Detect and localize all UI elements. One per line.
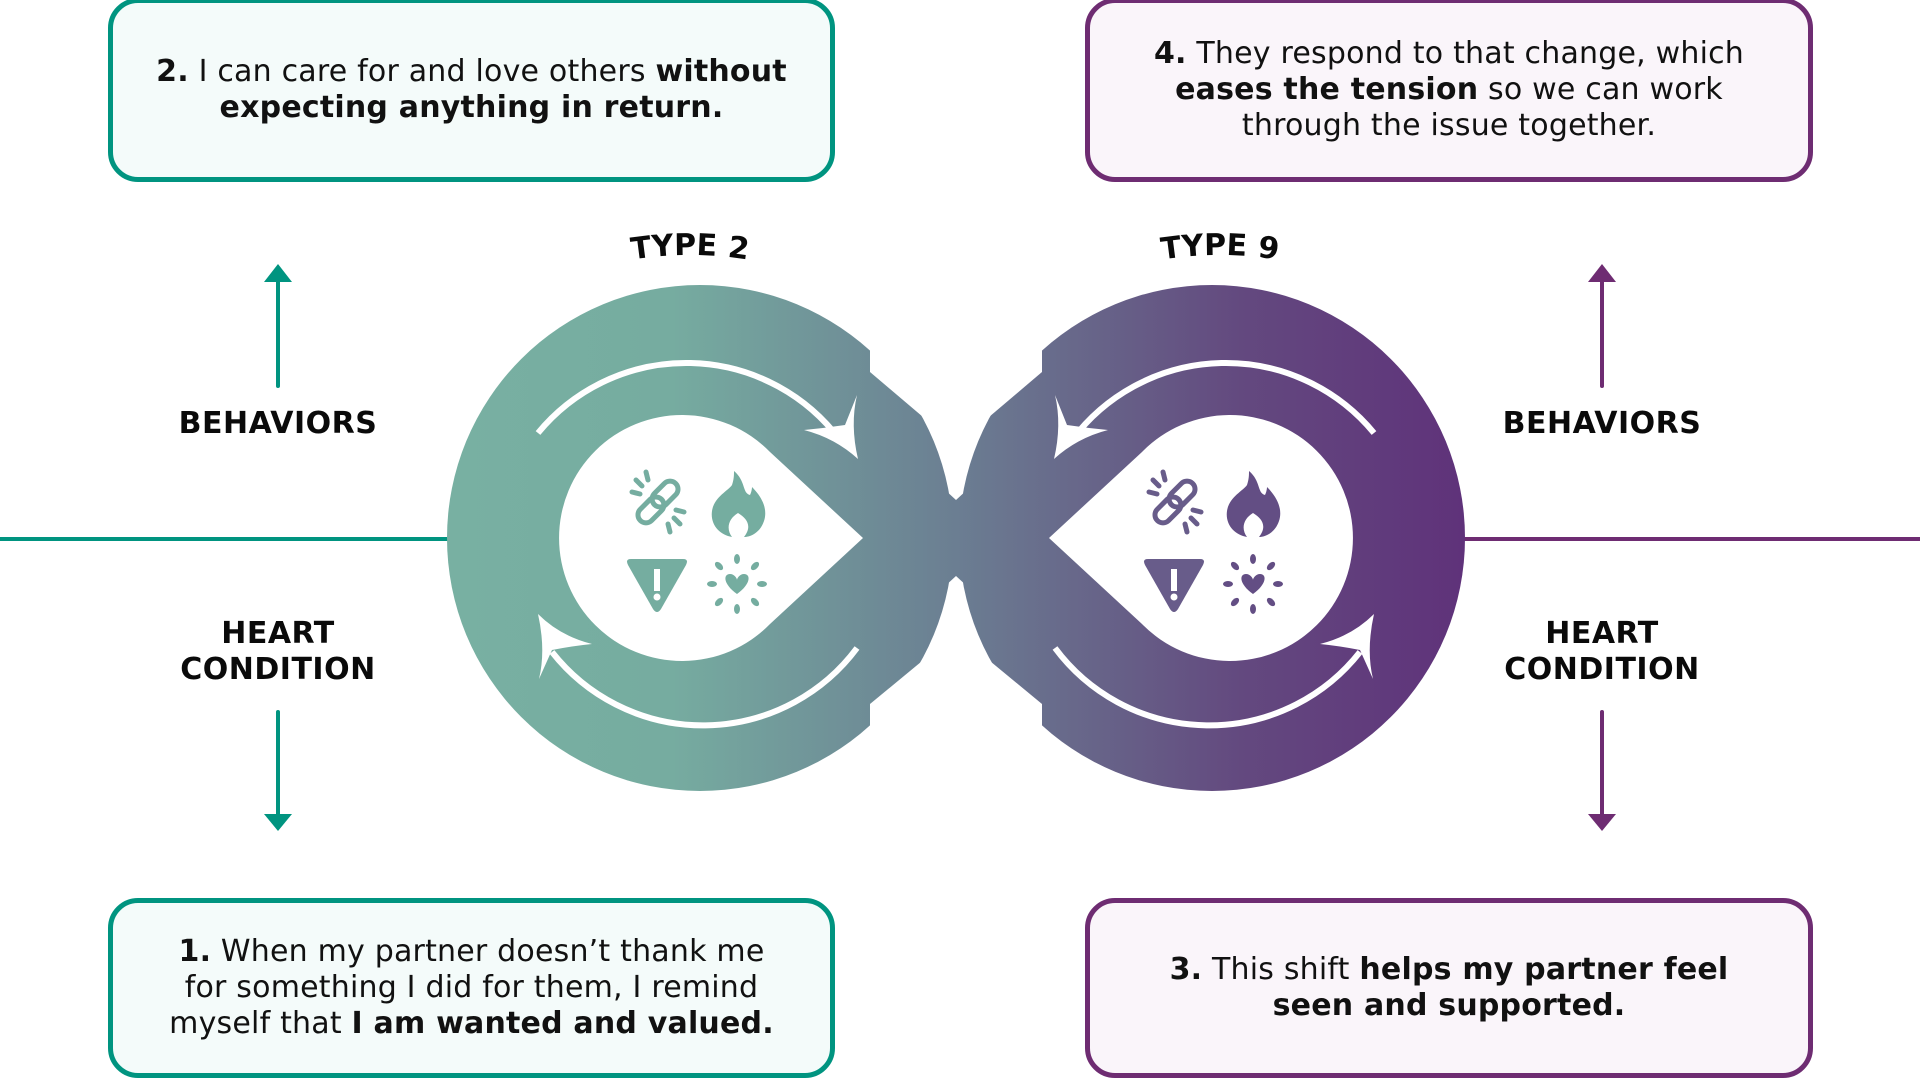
warning-icon (1144, 559, 1204, 612)
heart-label-line2: CONDITION (180, 652, 376, 687)
broken-link-icon (1146, 469, 1204, 535)
step-3-text-regular: This shift (1211, 952, 1350, 987)
step-1-number: 1. (178, 934, 212, 969)
flame-icon (711, 471, 766, 537)
step-1-text-regular: When my partner doesn’t thank me for som… (169, 934, 765, 1041)
arrow-down-right (1588, 710, 1616, 831)
loop-crossing (760, 320, 1152, 756)
step-3-box: 3. This shift helps my partner feel seen… (1085, 898, 1813, 1078)
arrowhead-bottom-left (538, 614, 592, 679)
step-4-text-bold: eases the tension (1175, 72, 1479, 107)
step-2-text-bold: without expecting anything in return. (219, 54, 787, 125)
arrow-up-left (264, 264, 292, 388)
flame-icon (1226, 471, 1281, 537)
arrowhead-top-left (804, 395, 858, 459)
heart-label-line1: HEART (1545, 616, 1659, 651)
arrow-up-right (1588, 264, 1616, 388)
broken-link-icon (629, 469, 687, 535)
warning-icon (627, 559, 687, 612)
icons-left (627, 469, 767, 614)
heart-burst-icon (707, 554, 767, 614)
step-4-box: 4. They respond to that change, which ea… (1085, 0, 1813, 182)
heart-condition-label-right: HEART CONDITION (1472, 616, 1732, 688)
cycle-arc-top-left (535, 360, 843, 442)
cycle-arc-bottom-right (1052, 646, 1363, 729)
type-2-text: TYPE 2 (629, 228, 752, 267)
heart-condition-label-left: HEART CONDITION (148, 616, 408, 688)
icons-right (1144, 469, 1283, 614)
arrow-down-left (264, 710, 292, 831)
step-3-text: 3. This shift helps my partner feel seen… (1130, 952, 1768, 1024)
step-1-text-bold: I am wanted and valued. (351, 1006, 774, 1041)
step-2-number: 2. (156, 54, 189, 89)
type-9-label: TYPE 9 (1159, 228, 1282, 267)
step-2-text: 2. I can care for and love others withou… (153, 54, 790, 126)
step-4-text-after: so we can work through the issue togethe… (1241, 72, 1723, 143)
cycle-arc-top-right (1069, 360, 1377, 442)
arrowhead-bottom-right (1320, 614, 1374, 679)
behaviors-label-right: BEHAVIORS (1502, 406, 1702, 441)
step-4-text-regular: They respond to that change, which (1196, 36, 1745, 71)
step-3-number: 3. (1169, 952, 1203, 987)
step-4-text: 4. They respond to that change, which ea… (1130, 36, 1768, 144)
type-9-text: TYPE 9 (1159, 228, 1282, 267)
behaviors-label-left: BEHAVIORS (178, 406, 378, 441)
step-1-box: 1. When my partner doesn’t thank me for … (108, 898, 835, 1078)
type-2-label: TYPE 2 (629, 228, 752, 267)
heart-label-line2: CONDITION (1504, 652, 1700, 687)
step-2-text-regular: I can care for and love others (198, 54, 646, 89)
step-2-box: 2. I can care for and love others withou… (108, 0, 835, 182)
step-3-text-bold: helps my partner feel seen and supported… (1272, 952, 1729, 1023)
cycle-arrows-right (1052, 360, 1377, 729)
step-4-number: 4. (1153, 36, 1187, 71)
step-1-text: 1. When my partner doesn’t thank me for … (153, 934, 790, 1042)
arrowhead-top-right (1054, 395, 1108, 459)
infinity-loop (447, 285, 1465, 791)
heart-label-line1: HEART (221, 616, 335, 651)
cycle-arrows-left (535, 360, 860, 729)
cycle-arc-bottom-left (549, 646, 860, 729)
heart-burst-icon (1223, 554, 1283, 614)
